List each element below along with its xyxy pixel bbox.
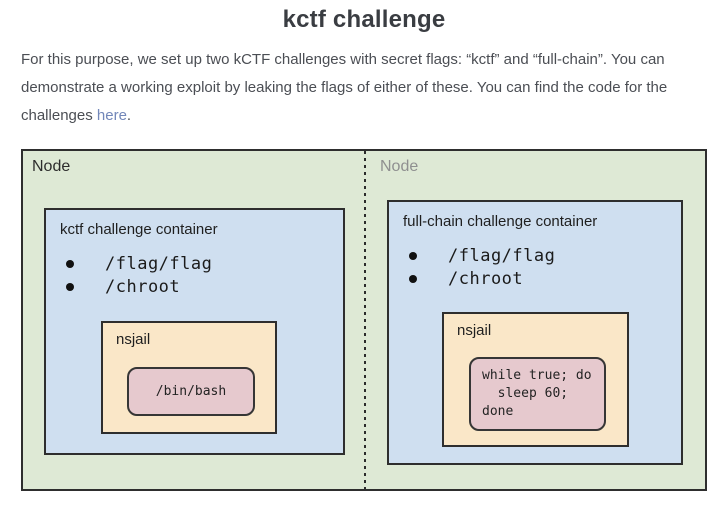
bullet-icon: [409, 251, 417, 260]
node-label-right: Node: [380, 158, 419, 175]
process-command: while true; do sleep 60; done: [482, 368, 592, 419]
process-box: while true; do sleep 60; done: [469, 357, 606, 431]
mount-path: /flag/flag: [448, 245, 556, 266]
container-title: full-chain challenge container: [403, 213, 598, 230]
nsjail-label: nsjail: [116, 331, 151, 348]
node-label-left: Node: [32, 158, 71, 175]
mount-path: /chroot: [448, 268, 524, 289]
intro-paragraph: For this purpose, we set up two kCTF cha…: [21, 46, 713, 130]
node-divider-dashed-line: [364, 151, 366, 489]
mount-path: /flag/flag: [105, 253, 213, 274]
nsjail-label: nsjail: [457, 322, 492, 339]
intro-text-after: .: [126, 107, 132, 124]
mount-list: /flag/flag /chroot: [409, 244, 555, 290]
kctf-challenge-container-box: kctf challenge container /flag/flag /chr…: [44, 208, 345, 455]
mount-item: /flag/flag: [409, 244, 555, 267]
container-title: kctf challenge container: [60, 221, 218, 238]
intro-text-before: For this purpose, we set up two kCTF cha…: [21, 51, 668, 124]
mount-item: /chroot: [409, 267, 555, 290]
mount-list: /flag/flag /chroot: [66, 252, 212, 298]
page-title: kctf challenge: [282, 6, 446, 33]
mount-item: /chroot: [66, 275, 212, 298]
nsjail-box: nsjail /bin/bash: [101, 321, 277, 434]
full-chain-challenge-container-box: full-chain challenge container /flag/fla…: [387, 200, 683, 465]
process-command: /bin/bash: [155, 384, 227, 399]
here-link[interactable]: here: [96, 107, 127, 124]
process-box: /bin/bash: [127, 367, 255, 416]
mount-path: /chroot: [105, 276, 181, 297]
nsjail-box: nsjail while true; do sleep 60; done: [442, 312, 629, 447]
bullet-icon: [409, 274, 417, 283]
kctf-architecture-diagram: Node Node kctf challenge container /flag…: [21, 149, 707, 491]
mount-item: /flag/flag: [66, 252, 212, 275]
bullet-icon: [66, 259, 74, 268]
bullet-icon: [66, 282, 74, 291]
